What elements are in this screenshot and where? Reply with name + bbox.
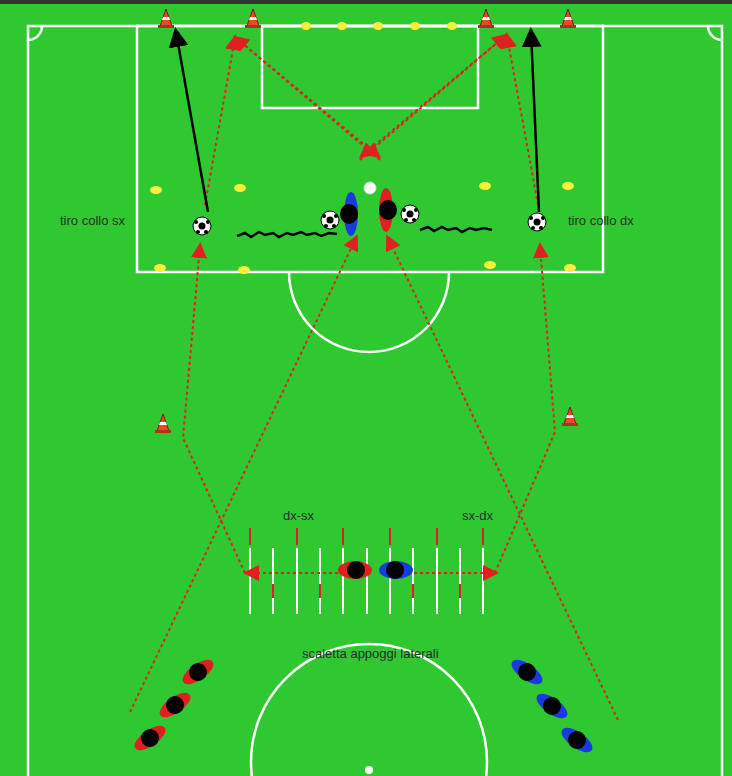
ladder-label: sx-dx [462,509,493,523]
drill-label: tiro collo sx [60,214,125,228]
ladder-caption: scaletta appoggi laterali [302,647,439,661]
ladder-label: dx-sx [283,509,314,523]
drill-label: tiro collo dx [568,214,634,228]
